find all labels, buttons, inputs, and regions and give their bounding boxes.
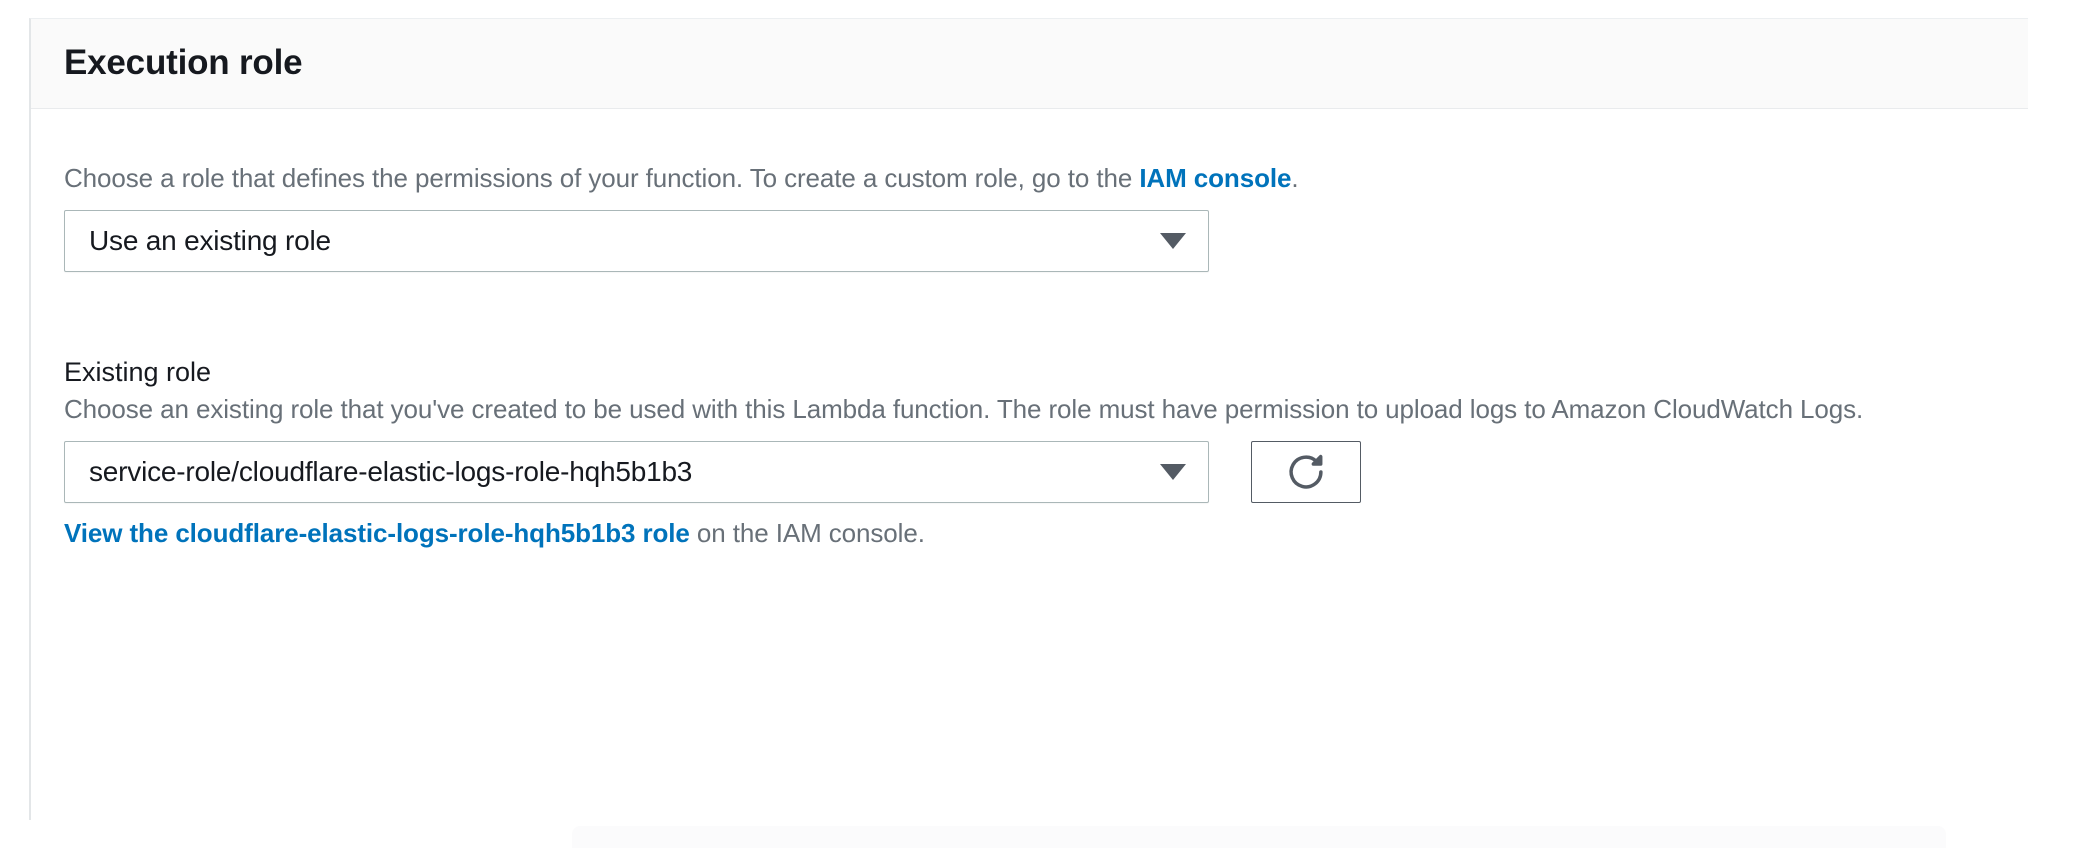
bottom-edge-artifact: [572, 826, 1946, 848]
card-body: Choose a role that defines the permissio…: [31, 109, 2028, 551]
execution-role-kind-select[interactable]: Use an existing role: [64, 210, 1209, 273]
existing-role-value: service-role/cloudflare-elastic-logs-rol…: [89, 455, 693, 487]
card-header: Execution role: [31, 19, 2028, 109]
execution-role-card: Execution role Choose a role that define…: [29, 18, 2028, 820]
execution-role-kind-value: Use an existing role: [89, 225, 331, 257]
refresh-roles-button[interactable]: [1251, 440, 1361, 503]
view-role-line: View the cloudflare-elastic-logs-role-hq…: [64, 516, 1995, 551]
role-kind-description-suffix: .: [1291, 163, 1299, 193]
chevron-down-icon: [1160, 463, 1186, 480]
view-role-suffix: on the IAM console.: [689, 517, 925, 548]
chevron-down-icon: [1160, 233, 1186, 250]
refresh-icon: [1285, 451, 1327, 493]
iam-console-link[interactable]: IAM console: [1139, 163, 1292, 193]
existing-role-select[interactable]: service-role/cloudflare-elastic-logs-rol…: [64, 440, 1209, 503]
role-kind-description-prefix: Choose a role that defines the permissio…: [64, 163, 1140, 193]
view-role-link[interactable]: View the cloudflare-elastic-logs-role-hq…: [64, 517, 690, 548]
role-kind-description: Choose a role that defines the permissio…: [64, 161, 1995, 196]
existing-role-description: Choose an existing role that you've crea…: [64, 393, 1864, 424]
existing-role-label: Existing role: [64, 357, 212, 388]
page-title: Execution role: [64, 43, 303, 83]
existing-role-row: service-role/cloudflare-elastic-logs-rol…: [64, 440, 1995, 503]
